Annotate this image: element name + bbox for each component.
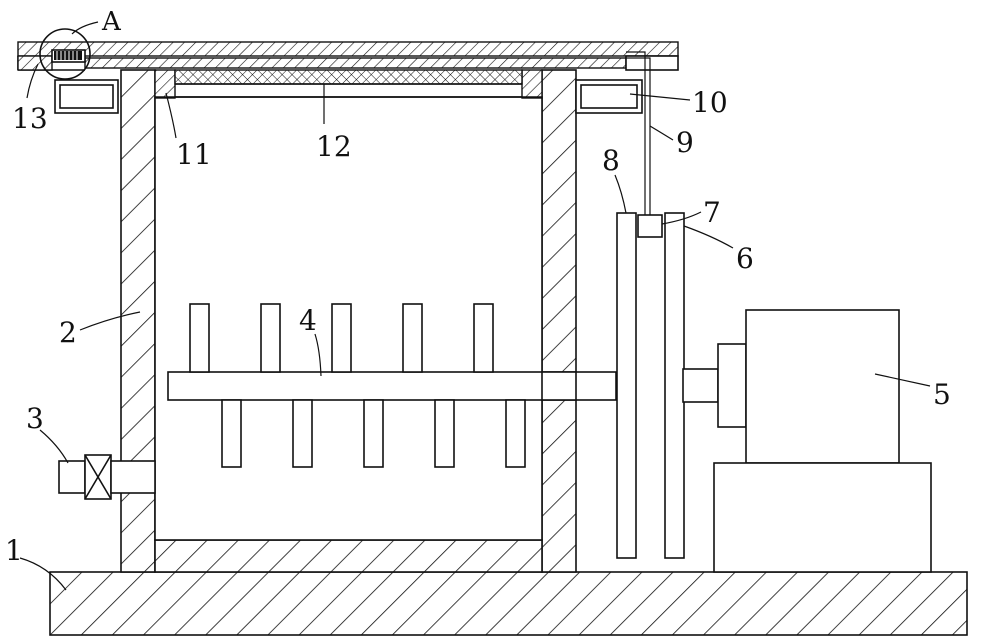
blade-lower-2 <box>292 399 313 468</box>
leader-3 <box>39 429 69 464</box>
leader-11 <box>165 92 177 139</box>
callout-12: 12 <box>316 130 352 163</box>
callout-5: 5 <box>933 378 951 411</box>
blade-upper-3 <box>331 303 352 373</box>
filter-frame-right <box>521 69 543 99</box>
leader-5 <box>874 373 931 387</box>
motor-body <box>745 309 900 464</box>
rope-1 <box>626 51 646 215</box>
right-block-inner <box>580 84 638 109</box>
motor-stand <box>713 462 932 573</box>
valve-x-2 <box>84 454 112 500</box>
callout-8: 8 <box>602 144 620 177</box>
tank-wall-left <box>120 69 156 573</box>
blade-lower-5 <box>505 399 526 468</box>
leader-2 <box>79 311 141 331</box>
blade-upper-4 <box>402 303 423 373</box>
top-cover-left-lip <box>17 55 53 71</box>
callout-3: 3 <box>26 402 44 435</box>
top-cover-right-lip <box>625 55 679 71</box>
filter-screen <box>174 69 523 85</box>
callout-10: 10 <box>692 86 728 119</box>
left-block-inner <box>59 84 114 109</box>
callout-1: 1 <box>5 534 23 567</box>
base-plate <box>49 571 968 636</box>
rope-2 <box>626 57 651 215</box>
top-cover <box>17 41 679 57</box>
motor-coupling <box>682 368 719 403</box>
callout-9: 9 <box>676 126 694 159</box>
detail-a-circle <box>39 28 91 80</box>
blade-lower-3 <box>363 399 384 468</box>
tank-wall-right <box>541 69 577 573</box>
callout-6: 6 <box>736 242 754 275</box>
leader-a <box>71 21 99 35</box>
valve-pipe-end <box>58 460 86 494</box>
vertical-plate-8 <box>616 212 637 559</box>
callout-7: 7 <box>703 196 721 229</box>
shaft-through-wall <box>541 371 577 401</box>
leader-9 <box>649 125 674 141</box>
callout-13: 13 <box>12 102 48 135</box>
slider-block <box>637 214 663 238</box>
valve-pipe-through-wall <box>110 460 156 494</box>
callout-11: 11 <box>176 138 212 171</box>
leader-8 <box>614 174 627 214</box>
callout-4: 4 <box>299 304 317 337</box>
top-cover-inner-plate <box>84 57 627 69</box>
leader-10 <box>629 93 691 101</box>
blade-upper-1 <box>189 303 210 373</box>
tank-bottom <box>154 539 543 573</box>
spring-coil <box>54 51 82 60</box>
leader-4 <box>314 333 322 377</box>
blade-lower-4 <box>434 399 455 468</box>
leader-1 <box>19 557 67 591</box>
blade-lower-1 <box>221 399 242 468</box>
motor-flange <box>717 343 747 428</box>
blade-upper-5 <box>473 303 494 373</box>
leader-13 <box>26 63 39 99</box>
callout-a: A <box>101 7 122 37</box>
callout-2: 2 <box>59 316 77 349</box>
filter-frame-left <box>154 69 176 99</box>
leader-6 <box>683 225 734 249</box>
vertical-plate-6 <box>664 212 685 559</box>
blade-upper-2 <box>260 303 281 373</box>
leader-7 <box>661 211 702 225</box>
